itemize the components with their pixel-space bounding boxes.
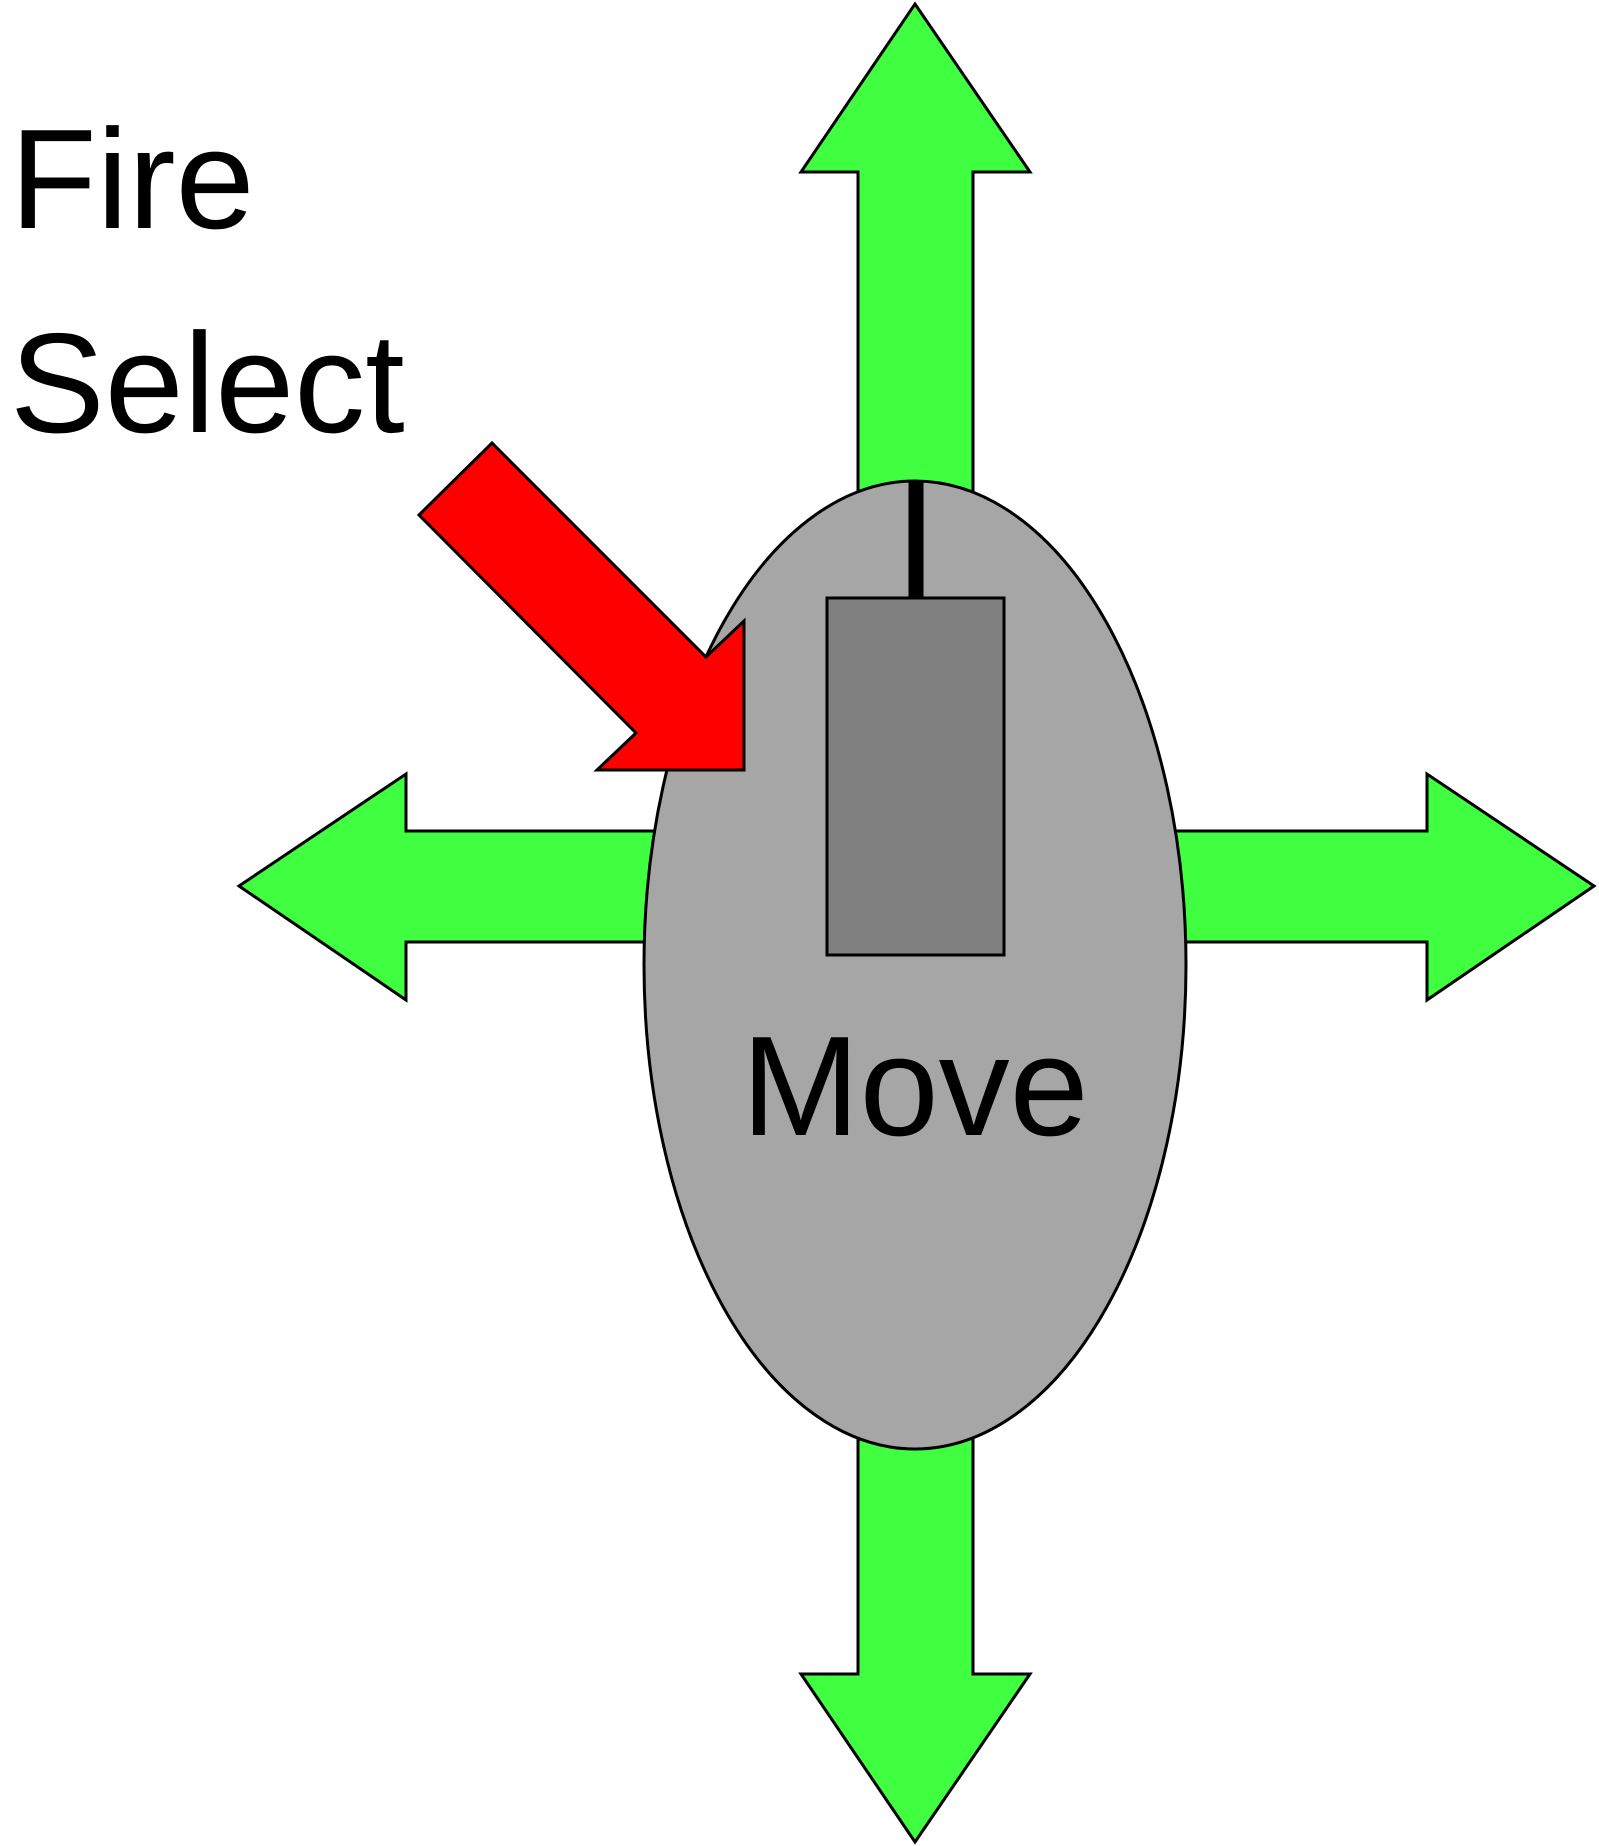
label-fire: Fire	[10, 100, 255, 259]
mouse-icon	[642, 479, 1188, 1451]
label-move: Move	[741, 1007, 1088, 1166]
arrow-right-icon	[1128, 771, 1597, 1003]
arrow-down-right-icon	[416, 440, 746, 772]
label-select: Select	[10, 304, 405, 463]
mouse-button	[825, 596, 1006, 957]
arrow-left-icon	[236, 771, 702, 1003]
arrow-up-icon	[798, 1, 1033, 542]
